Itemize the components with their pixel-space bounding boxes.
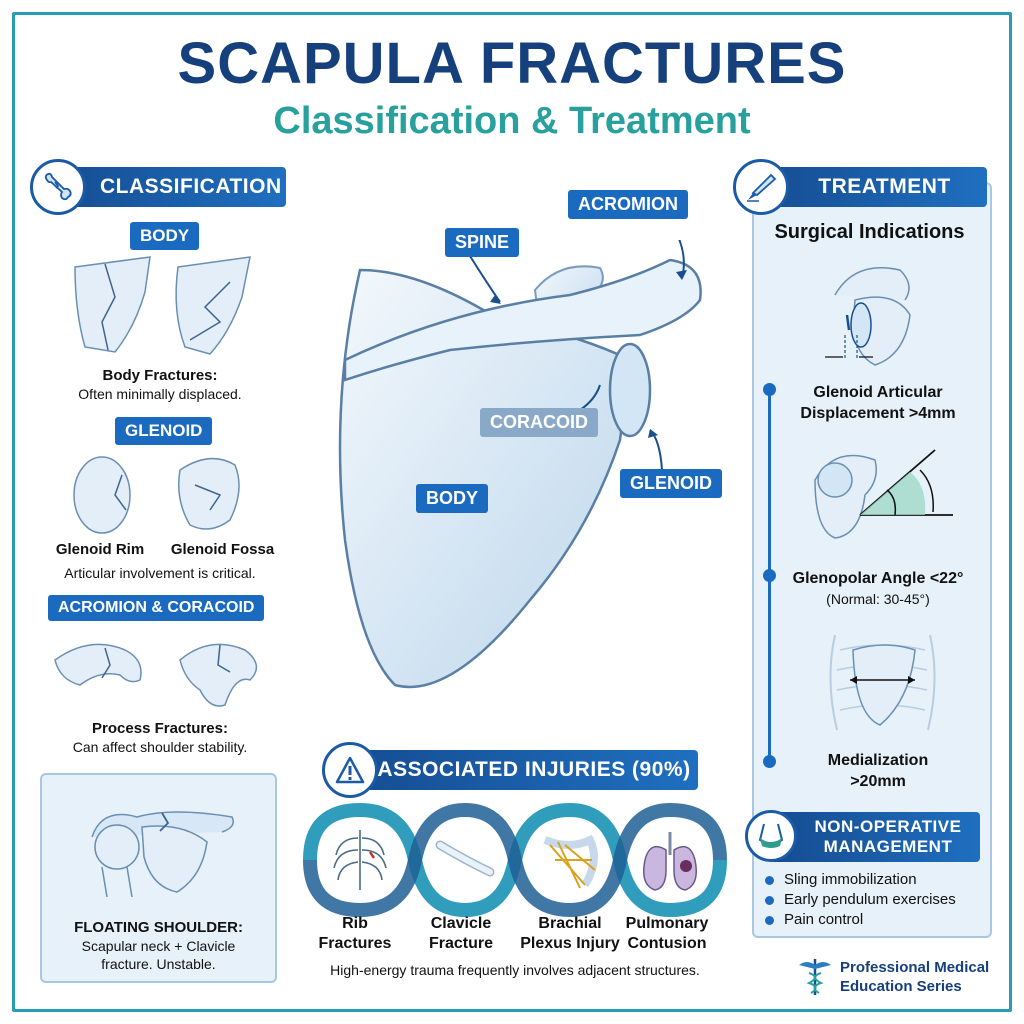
scapula-illustration <box>338 240 702 689</box>
nerve-plexus-icon <box>543 834 598 889</box>
process-caption-bold: Process Fractures: <box>92 720 228 737</box>
floating-shoulder-illustration <box>91 811 234 897</box>
page-title: SCAPULA FRACTURES <box>177 31 847 96</box>
indication-3: Medialization>20mm <box>827 752 929 790</box>
process-fracture-illustrations <box>54 643 258 707</box>
classification-heading: CLASSIFICATION <box>100 175 282 198</box>
footer-text: Professional Medical Education Series <box>840 958 989 996</box>
associated-footnote: High-energy trauma frequently involves a… <box>330 962 700 978</box>
nonop-header: NON-OPERATIVE MANAGEMENT <box>770 812 980 862</box>
footer-line1: Professional Medical <box>840 959 990 976</box>
nonop-heading-line1: NON-OPERATIVE <box>814 817 962 836</box>
floating-shoulder-panel: FLOATING SHOULDER: Scapular neck + Clavi… <box>40 773 277 983</box>
glenopolar-angle-illustration <box>814 449 953 539</box>
glenoid-caption: Articular involvement is critical. <box>64 565 256 581</box>
timeline-dot-3 <box>763 755 776 768</box>
treatment-header: TREATMENT <box>752 167 987 207</box>
caduceus-icon <box>799 959 831 995</box>
body-label: BODY <box>416 484 489 513</box>
glenoid-fracture-illustrations <box>73 456 240 534</box>
floating-caption-bold: FLOATING SHOULDER: <box>74 919 243 936</box>
nonop-item-3: Pain control <box>765 910 956 930</box>
injury-ribbon-band <box>303 802 727 918</box>
associated-header: ASSOCIATED INJURIES (90%) <box>330 750 698 790</box>
indication-2: Glenopolar Angle <22° (Normal: 30-45°) <box>792 570 964 607</box>
glenoid-rim-label: Glenoid Rim <box>55 541 145 558</box>
body-fracture-illustrations <box>74 256 251 355</box>
floating-caption-line2: fracture. Unstable. <box>101 956 216 972</box>
nonop-item-1: Sling immobilization <box>765 870 956 890</box>
coracoid-label: CORACOID <box>480 408 598 437</box>
process-caption: Can affect shoulder stability. <box>72 739 248 755</box>
acromion-coracoid-tag: ACROMION & CORACOID <box>48 595 265 621</box>
clavicle-bone-icon <box>435 840 495 877</box>
nonop-list: Sling immobilization Early pendulum exer… <box>765 870 956 930</box>
spine-label: SPINE <box>445 228 520 257</box>
associated-heading: ASSOCIATED INJURIES (90%) <box>377 758 691 781</box>
bone-fracture-icon <box>30 159 86 215</box>
nonop-item-2: Early pendulum exercises <box>765 890 956 910</box>
surgical-indications-title: Surgical Indications <box>774 221 965 243</box>
treatment-heading: TREATMENT <box>818 175 951 198</box>
lungs-icon <box>643 832 697 891</box>
acromion-label: ACROMION <box>568 190 688 219</box>
floating-caption-line1: Scapular neck + Clavicle <box>81 938 236 954</box>
body-tag: BODY <box>130 222 200 250</box>
glenoid-fossa-label: Glenoid Fossa <box>170 541 275 558</box>
ribcage-icon <box>333 830 387 890</box>
glenoid-displacement-illustration <box>825 267 911 366</box>
sling-icon <box>745 810 797 862</box>
medialization-illustration <box>829 634 936 731</box>
nonop-heading-line2: MANAGEMENT <box>823 837 953 856</box>
glenoid-tag: GLENOID <box>115 417 213 445</box>
scalpel-icon <box>733 159 789 215</box>
footer-line2: Education Series <box>840 978 962 995</box>
page-subtitle: Classification & Treatment <box>273 100 751 142</box>
warning-icon <box>322 742 378 798</box>
glenoid-label: GLENOID <box>620 469 723 498</box>
body-caption: Often minimally displaced. <box>78 386 242 402</box>
timeline-dot-2 <box>763 569 776 582</box>
body-caption-bold: Body Fractures: <box>102 367 218 384</box>
timeline-dot-1 <box>763 383 776 396</box>
